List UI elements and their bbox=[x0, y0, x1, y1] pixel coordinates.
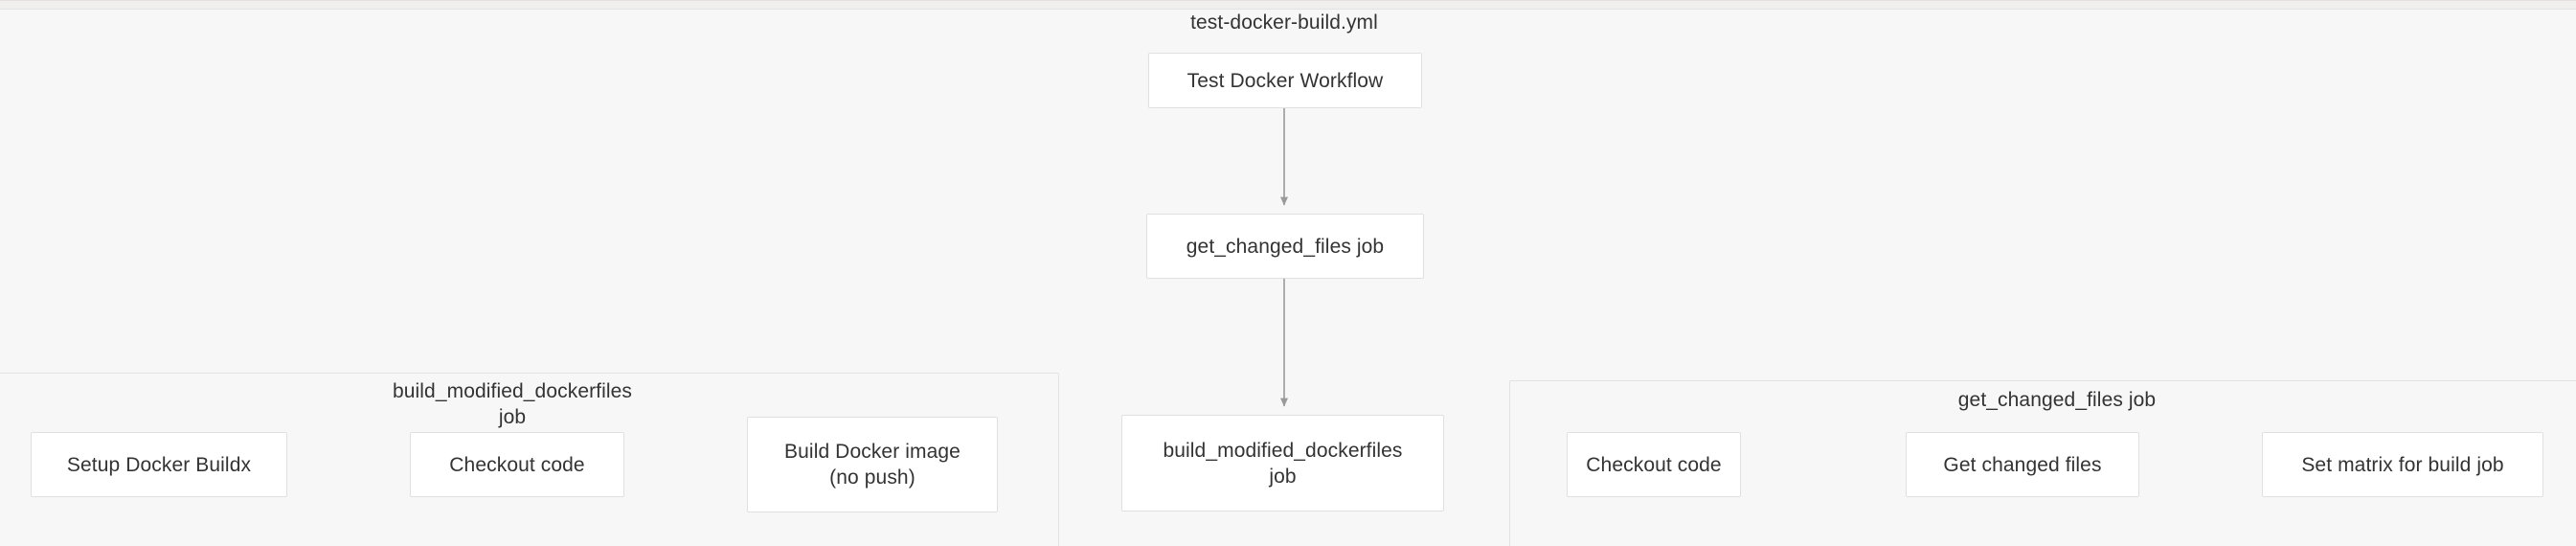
cluster-label-build-modified-dockerfiles: build_modified_dockerfiles job bbox=[392, 380, 633, 428]
node-label-build-modified-dockerfiles-job: build_modified_dockerfiles job bbox=[1163, 439, 1403, 488]
node-label-changed-checkout-code: Checkout code bbox=[1586, 453, 1722, 476]
node-build-modified-dockerfiles-job[interactable]: build_modified_dockerfiles job bbox=[1121, 415, 1444, 512]
node-changed-checkout-code[interactable]: Checkout code bbox=[1567, 432, 1741, 497]
node-build-checkout-code[interactable]: Checkout code bbox=[410, 432, 624, 497]
node-test-docker-workflow[interactable]: Test Docker Workflow bbox=[1148, 53, 1422, 108]
node-label-get-changed-files-job: get_changed_files job bbox=[1186, 235, 1385, 258]
node-get-changed-files-job[interactable]: get_changed_files job bbox=[1146, 214, 1424, 279]
node-setup-docker-buildx[interactable]: Setup Docker Buildx bbox=[31, 432, 287, 497]
node-get-changed-files-step[interactable]: Get changed files bbox=[1906, 432, 2139, 497]
node-label-get-changed-files-step: Get changed files bbox=[1943, 453, 2102, 476]
node-build-docker-image[interactable]: Build Docker image (no push) bbox=[747, 417, 998, 512]
node-label-build-checkout-code: Checkout code bbox=[449, 453, 585, 476]
node-label-build-docker-image: Build Docker image (no push) bbox=[784, 441, 960, 489]
diagram-title: test-docker-build.yml bbox=[1190, 11, 1378, 34]
node-label-set-matrix-step: Set matrix for build job bbox=[2301, 453, 2504, 476]
node-set-matrix-step[interactable]: Set matrix for build job bbox=[2262, 432, 2543, 497]
node-label-setup-docker-buildx: Setup Docker Buildx bbox=[66, 453, 252, 476]
cluster-label-get-changed-files: get_changed_files job bbox=[1957, 389, 2157, 411]
node-label-test-docker-workflow: Test Docker Workflow bbox=[1186, 69, 1384, 92]
